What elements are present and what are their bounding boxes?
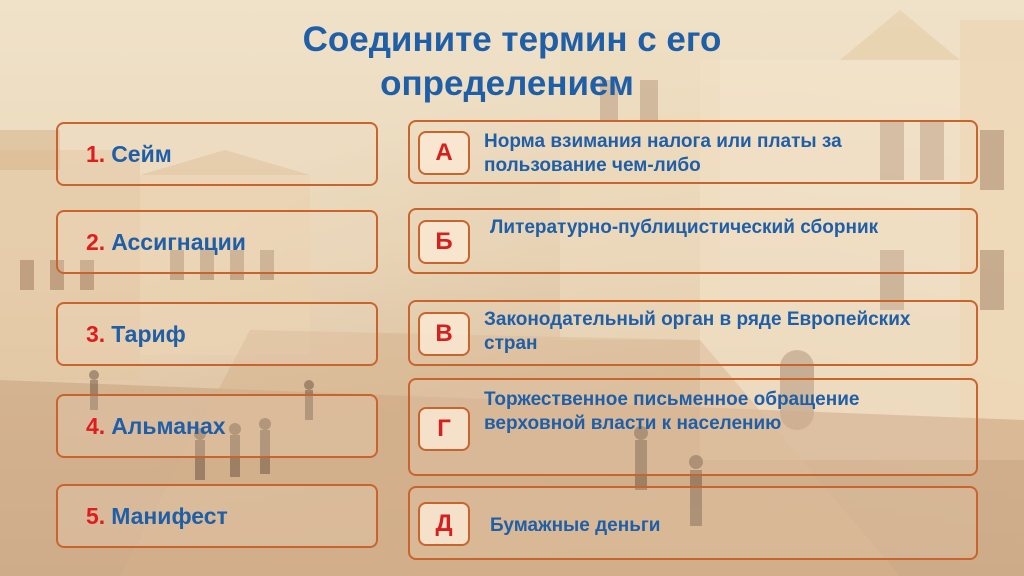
definition-letter: Б	[418, 220, 470, 264]
term-card-3[interactable]: 3. Тариф	[56, 302, 378, 366]
definition-card-g[interactable]: Г Торжественное письменное обращение вер…	[408, 378, 978, 476]
definition-text: Литературно-публицистический сборник	[490, 217, 879, 238]
term-number: 4.	[86, 412, 106, 439]
term-label: Альманах	[111, 412, 226, 439]
definition-text: Норма взимания налога или платы за польз…	[484, 131, 842, 176]
definition-card-d[interactable]: Д Бумажные деньги	[408, 486, 978, 560]
term-card-5[interactable]: 5. Манифест	[56, 484, 378, 548]
definition-letter: Г	[418, 407, 470, 451]
term-label: Тариф	[111, 320, 186, 347]
term-number: 2.	[86, 228, 106, 255]
term-label: Манифест	[111, 502, 228, 529]
definition-letter: Д	[418, 502, 470, 546]
slide-title: Соедините термин с его определением	[0, 18, 1024, 106]
term-card-2[interactable]: 2. Ассигнации	[56, 210, 378, 274]
term-number: 1.	[86, 140, 106, 167]
term-card-4[interactable]: 4. Альманах	[56, 394, 378, 458]
term-number: 3.	[86, 320, 106, 347]
title-line-1: Соедините термин с его	[302, 20, 722, 59]
definition-card-v[interactable]: В Законодательный орган в ряде Европейск…	[408, 300, 978, 366]
title-line-2: определением	[380, 64, 634, 103]
term-card-1[interactable]: 1. Сейм	[56, 122, 378, 186]
definition-card-a[interactable]: А Норма взимания налога или платы за пол…	[408, 120, 978, 184]
definition-text: Законодательный орган в ряде Европейских…	[484, 309, 911, 354]
definition-card-b[interactable]: Б Литературно-публицистический сборник	[408, 208, 978, 274]
definition-text: Торжественное письменное обращение верхо…	[484, 389, 860, 434]
term-label: Ассигнации	[111, 228, 246, 255]
definition-text: Бумажные деньги	[490, 515, 661, 536]
definition-letter: В	[418, 312, 470, 356]
definition-letter: А	[418, 131, 470, 175]
term-number: 5.	[86, 502, 106, 529]
term-label: Сейм	[111, 140, 172, 167]
